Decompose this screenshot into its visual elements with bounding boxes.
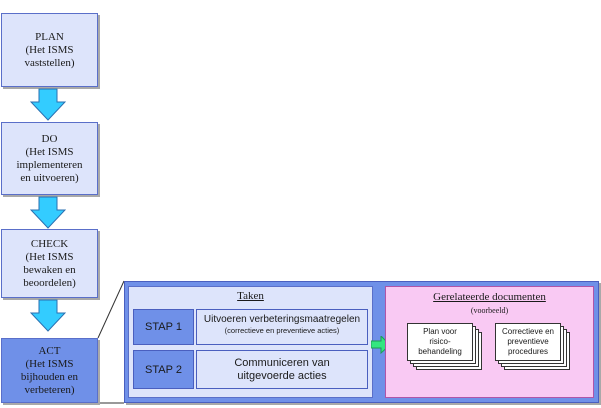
down-arrow-icon — [30, 88, 66, 121]
phase-plan: PLAN (Het ISMS vaststellen) — [1, 13, 98, 87]
phase-act-title: ACT — [38, 344, 61, 357]
phase-check: CHECK (Het ISMS bewaken en beoordelen) — [1, 229, 98, 298]
down-arrow-icon — [30, 299, 66, 332]
tasks-title: Taken — [237, 290, 264, 302]
step-1-subtext: (correctieve en preventieve acties) — [224, 326, 340, 335]
phase-plan-title: PLAN — [35, 30, 64, 43]
document-corrective-preventive-procedures: Correctieve en preventieve procedures — [501, 327, 555, 356]
documents-subtitle: (voorbeeld) — [470, 306, 509, 315]
phase-act-subtitle: (Het ISMS bijhouden en verbeteren) — [20, 357, 79, 396]
down-arrow-icon — [30, 196, 66, 229]
phase-do-title: DO — [41, 132, 58, 145]
document-risk-treatment-plan: Plan voor risico- behandeling — [418, 327, 462, 356]
step-2-label: STAP 2 — [133, 350, 194, 389]
step-2-text: Communiceren van uitgevoerde acties — [234, 357, 330, 382]
phase-plan-subtitle: (Het ISMS vaststellen) — [24, 43, 75, 69]
step-1-text: Uitvoeren verbeteringsmaatregelen — [203, 314, 361, 325]
step-2-description: Communiceren van uitgevoerde acties — [196, 350, 368, 389]
step-1-label: STAP 1 — [133, 309, 194, 345]
phase-check-subtitle: (Het ISMS bewaken en beoordelen) — [23, 250, 76, 289]
step-1-description: Uitvoeren verbeteringsmaatregelen (corre… — [196, 309, 368, 345]
phase-do-subtitle: (Het ISMS implementeren en uitvoeren) — [16, 145, 83, 184]
phase-do: DO (Het ISMS implementeren en uitvoeren) — [1, 122, 98, 195]
phase-act: ACT (Het ISMS bijhouden en verbeteren) — [1, 338, 98, 403]
documents-title: Gerelateerde documenten — [433, 291, 546, 303]
phase-check-title: CHECK — [30, 237, 69, 250]
